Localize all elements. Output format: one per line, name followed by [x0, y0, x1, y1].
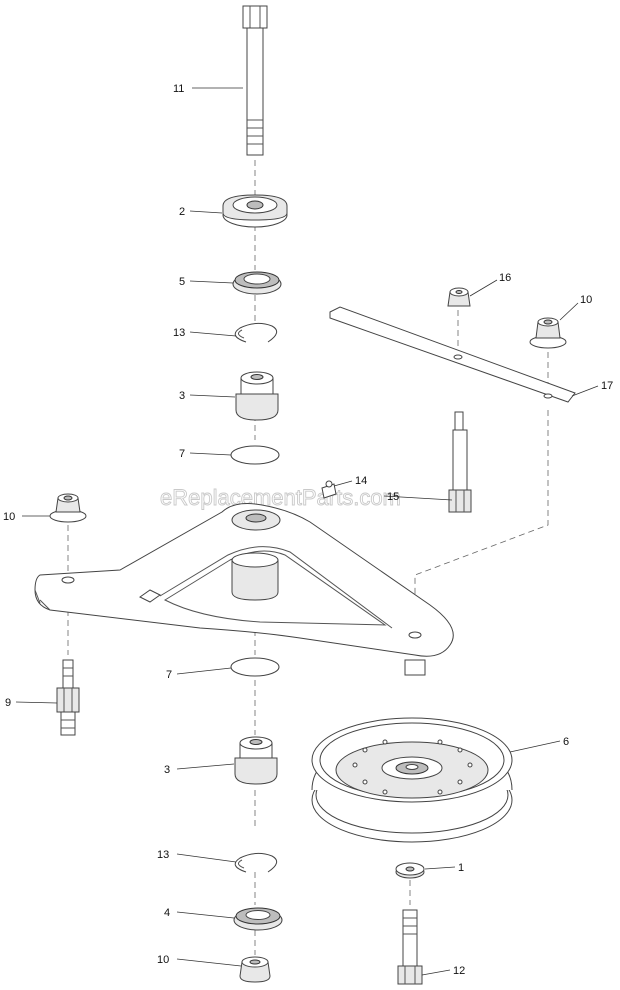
- idler-arm-bracket: [34, 503, 454, 676]
- grease-fitting-14: [321, 480, 337, 499]
- o-ring-7-top: [230, 445, 280, 465]
- watermark: eReplacementParts.com: [160, 485, 401, 510]
- flange-nut-10-left: [49, 493, 87, 523]
- callout-4: 4: [164, 907, 170, 919]
- washer-1: [395, 862, 425, 879]
- callout-7: 7: [166, 669, 172, 681]
- callout-15: 15: [387, 491, 399, 503]
- bolt-12: [397, 909, 423, 985]
- callout-7: 7: [179, 448, 185, 460]
- bearing-5: [232, 271, 282, 295]
- snap-ring-13-bottom: [234, 852, 278, 873]
- callout-labels: 11 2 5 13 3 7 14 15 16 10 17 10 9 7 6 3 …: [3, 83, 613, 977]
- callout-11: 11: [173, 83, 184, 95]
- flange-nut-10-right: [529, 317, 567, 349]
- callout-9: 9: [5, 697, 11, 709]
- callout-10: 10: [3, 511, 15, 523]
- callout-1: 1: [458, 862, 464, 874]
- callout-10: 10: [580, 294, 592, 306]
- bolt-11: [242, 5, 268, 156]
- callout-6: 6: [563, 736, 569, 748]
- bushing-3-bottom: [234, 736, 278, 785]
- callout-16: 16: [499, 272, 511, 284]
- stud-9: [56, 659, 80, 736]
- bushing-3-top: [235, 371, 279, 421]
- strap-17: [329, 306, 576, 403]
- bearing-4: [233, 907, 283, 931]
- snap-ring-13-top: [234, 322, 278, 343]
- cap-washer-2: [222, 194, 288, 228]
- callout-13: 13: [173, 327, 185, 339]
- callout-10: 10: [157, 954, 169, 966]
- callout-17: 17: [601, 380, 613, 392]
- callout-13: 13: [157, 849, 169, 861]
- callout-3: 3: [164, 764, 170, 776]
- idler-pulley-6: [311, 717, 513, 843]
- callout-14: 14: [355, 475, 367, 487]
- nut-16: [447, 287, 471, 307]
- callout-2: 2: [179, 206, 185, 218]
- leader-lines: [15, 87, 599, 976]
- callout-12: 12: [453, 965, 465, 977]
- shoulder-bolt-15: [448, 411, 472, 513]
- o-ring-7-bottom: [230, 657, 280, 677]
- callout-5: 5: [179, 276, 185, 288]
- nut-10-bottom: [239, 956, 271, 983]
- axis-line: [414, 410, 549, 630]
- callout-3: 3: [179, 390, 185, 402]
